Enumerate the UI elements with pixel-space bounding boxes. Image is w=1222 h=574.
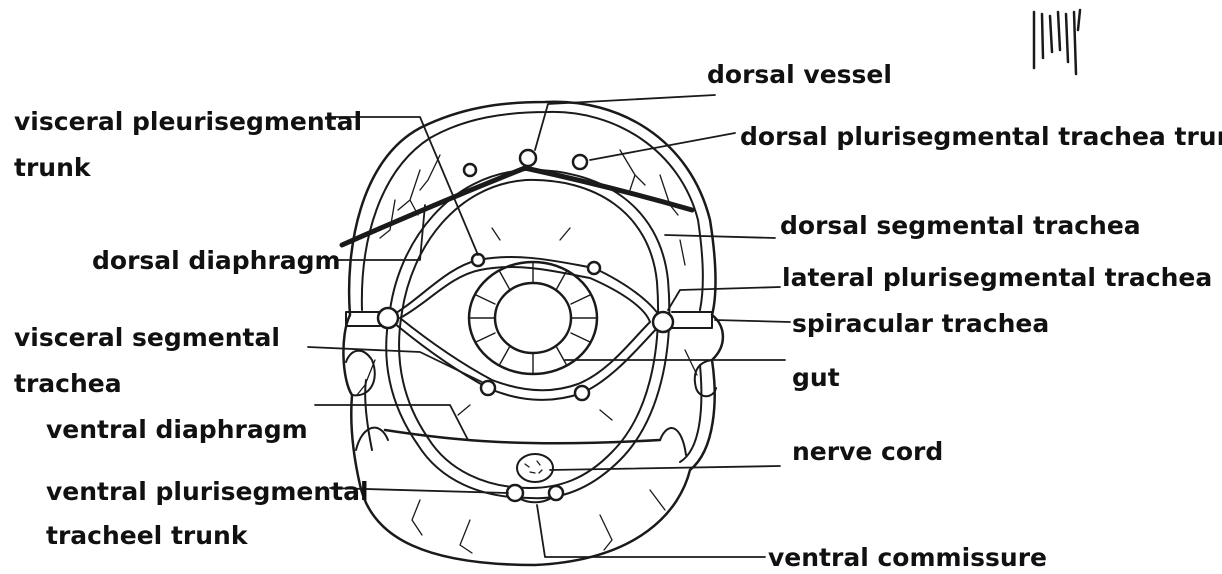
right-ventral-notch: [660, 428, 686, 455]
label-lateral-plurisegmental-trachea: lateral plurisegmental trachea: [782, 262, 1212, 294]
label-dorsal-diaphragm: dorsal diaphragm: [92, 245, 341, 277]
leader-visceral-segmental: [308, 347, 482, 382]
leader-ventral-diaphragm: [315, 405, 468, 440]
label-visceral-segmental-line1: visceral segmental: [14, 322, 280, 354]
label-ventral-plurisegmental-line2: tracheel trunk: [46, 520, 247, 552]
corner-sketch-marks: [1034, 10, 1080, 74]
nerve-cord-detail: [525, 461, 542, 473]
label-nerve-cord: nerve cord: [792, 436, 943, 468]
label-ventral-plurisegmental-line1: ventral plurisegmental: [46, 476, 369, 508]
visceral-trachea-ring-inner: [400, 267, 650, 390]
label-ventral-commissure: ventral commissure: [768, 542, 1047, 574]
visceral-trachea-ring: [388, 257, 663, 400]
label-dorsal-segmental-trachea: dorsal segmental trachea: [780, 210, 1141, 242]
leader-lateral-plurisegmental: [668, 287, 780, 310]
perivisceral-trachea-ring-outer: [386, 170, 669, 498]
leader-nerve-cord: [550, 466, 780, 470]
label-visceral-pleurisegmental-line1: visceral pleurisegmental: [14, 106, 362, 138]
label-ventral-diaphragm: ventral diaphragm: [46, 414, 308, 446]
label-visceral-pleurisegmental-line2: trunk: [14, 152, 91, 184]
label-visceral-segmental-line2: trachea: [14, 368, 122, 400]
leader-dorsal-segmental: [665, 235, 775, 238]
gut-inner-wall: [495, 283, 571, 353]
leader-ventral-commissure: [537, 505, 765, 557]
ventral-diaphragm-line: [385, 430, 660, 443]
label-spiracular-trachea: spiracular trachea: [792, 308, 1049, 340]
label-dorsal-plurisegmental-trunk: dorsal plurisegmental trachea trunk: [740, 121, 1222, 153]
label-gut: gut: [792, 362, 840, 394]
leader-spiracular: [715, 320, 790, 322]
label-dorsal-vessel: dorsal vessel: [707, 59, 892, 91]
right-spiracular-trachea: [672, 312, 712, 328]
nerve-cord: [517, 454, 553, 482]
